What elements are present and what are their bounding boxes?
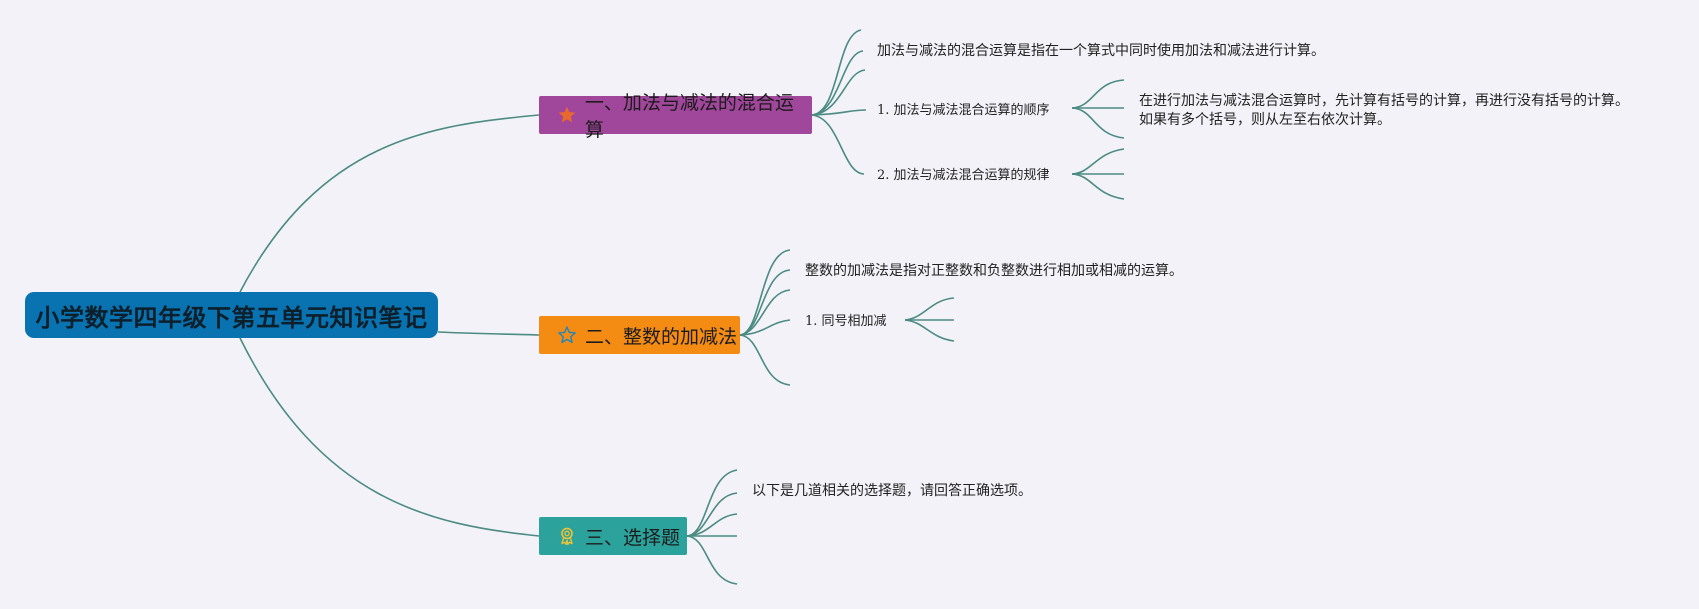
branch-connector: [739, 319, 791, 336]
branch-connector: [1071, 79, 1125, 109]
subtopic-definition-mixed[interactable]: 加法与减法的混合运算是指在一个算式中同时使用加法和减法进行计算。: [877, 43, 1325, 59]
branch-connector: [811, 114, 865, 175]
subtopic-operation-order[interactable]: 1. 加法与减法混合运算的顺序: [877, 103, 1050, 118]
subtopic-choice-intro[interactable]: 以下是几道相关的选择题，请回答正确选项。: [752, 483, 1032, 499]
operation-order-description[interactable]: 在进行加法与减法混合运算时，先计算有括号的计算，再进行没有括号的计算。 如果有多…: [1139, 92, 1629, 130]
branch-connector: [811, 50, 864, 116]
branch-connector: [1071, 148, 1125, 175]
subtopic-operation-rules[interactable]: 2. 加法与减法混合运算的规律: [877, 168, 1050, 183]
topic-label: 三、选择题: [585, 526, 681, 549]
branch-connector: [739, 334, 791, 386]
branch-connector: [739, 269, 791, 336]
branch-connector: [811, 29, 862, 116]
branch-connector: [811, 69, 866, 116]
star-filled-icon: [556, 104, 578, 126]
branch-connector: [904, 297, 955, 321]
topic-node-integer-add-subtract[interactable]: 二、整数的加减法: [539, 316, 740, 354]
branch-connector: [1071, 107, 1125, 139]
branch-connector: [739, 289, 791, 336]
branch-connector: [811, 109, 867, 116]
description-line: 在进行加法与减法混合运算时，先计算有括号的计算，再进行没有括号的计算。: [1139, 93, 1629, 109]
topic-node-multiple-choice[interactable]: 三、选择题: [539, 517, 687, 555]
subtopic-same-sign[interactable]: 1. 同号相加减: [805, 314, 887, 329]
branch-connector: [686, 535, 738, 585]
award-ribbon-icon: [556, 525, 578, 547]
root-label: 小学数学四年级下第五单元知识笔记: [35, 303, 428, 332]
connector-root-topic1: [239, 114, 540, 293]
connector-root-topic2: [437, 331, 540, 336]
root-node[interactable]: 小学数学四年级下第五单元知识笔记: [25, 292, 438, 338]
branch-connector: [686, 492, 738, 537]
branch-connector: [904, 319, 955, 342]
connector-root-topic3: [239, 337, 540, 537]
description-line: 如果有多个括号，则从左至右依次计算。: [1139, 112, 1391, 128]
topic-label: 一、加法与减法的混合运算: [584, 92, 794, 141]
topic-node-mixed-operations[interactable]: 一、加法与减法的混合运算: [539, 92, 812, 141]
branch-connector: [1071, 173, 1125, 200]
subtopic-definition-integer[interactable]: 整数的加减法是指对正整数和负整数进行相加或相减的运算。: [805, 263, 1183, 279]
star-outline-icon: [556, 324, 578, 346]
topic-label: 二、整数的加减法: [585, 325, 738, 348]
